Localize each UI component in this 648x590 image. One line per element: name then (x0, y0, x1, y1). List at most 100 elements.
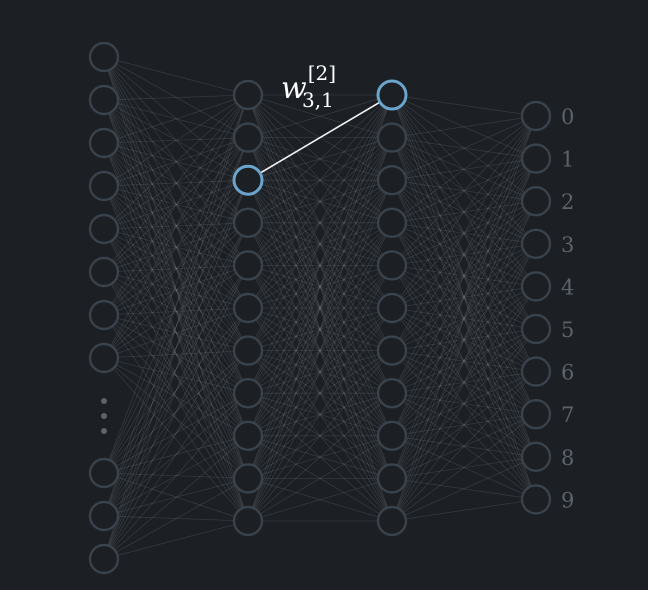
connection-edge (247, 137, 393, 351)
connection-edge (103, 179, 249, 273)
connection-edge (247, 222, 393, 522)
connection-edge (391, 350, 537, 372)
connection-edge (391, 158, 537, 522)
connection-edge (103, 94, 249, 517)
connection-edge (247, 94, 393, 479)
connection-edge (247, 350, 393, 479)
connection-edge (391, 222, 537, 415)
hidden2-neuron (376, 164, 408, 196)
connection-edge (391, 243, 537, 266)
connection-edge (247, 179, 393, 351)
connection-edge (103, 307, 249, 517)
connection-edge (391, 307, 537, 330)
input-neuron (88, 299, 120, 331)
connection-edge (391, 243, 537, 394)
connection-edge (103, 222, 249, 230)
connection-edge (391, 328, 537, 394)
input-neuron (88, 256, 120, 288)
connection-edge (247, 137, 393, 522)
connection-edge (391, 137, 537, 159)
ellipsis-dot (101, 398, 107, 404)
connection-edge (391, 158, 537, 351)
connection-edge (103, 307, 249, 474)
connection-edge (103, 94, 249, 474)
highlighted-source-neuron (232, 164, 264, 196)
connection-edge (103, 314, 249, 394)
connection-edge (103, 56, 249, 351)
connection-edge (391, 265, 537, 458)
connection-edge (247, 222, 393, 351)
connection-edge (103, 137, 249, 359)
connection-edge (247, 180, 393, 436)
connection-edge (247, 94, 393, 224)
connection-edge (103, 435, 249, 517)
output-neuron (520, 228, 552, 260)
connection-edge (103, 228, 249, 351)
connection-edge (391, 371, 537, 522)
connection-edge (103, 94, 249, 316)
connection-edge (391, 499, 537, 522)
connection-edge (247, 435, 393, 479)
connection-edge (103, 99, 249, 522)
connection-edge (247, 137, 393, 181)
connection-edge (247, 265, 393, 309)
hidden2-neuron (376, 207, 408, 239)
connection-edge (247, 222, 393, 309)
connection-edge (391, 222, 537, 458)
connection-edge (391, 286, 537, 522)
connection-edge (391, 115, 537, 394)
connection-edge (247, 179, 393, 309)
connection-edge (391, 265, 537, 330)
connection-edge (391, 115, 537, 181)
connection-edge (391, 158, 537, 181)
connection-edge (391, 94, 537, 500)
connection-edge (391, 137, 537, 287)
connection-edge (103, 222, 249, 316)
connection-edge (391, 94, 537, 415)
connection-edge (247, 94, 393, 394)
output-neuron (520, 313, 552, 345)
connection-edge (247, 222, 393, 437)
connection-edge (103, 137, 249, 517)
connection-edge (103, 265, 249, 359)
connection-edge (247, 180, 393, 436)
connection-edge (391, 413, 537, 437)
connection-edge (103, 271, 249, 479)
hidden1-neuron (232, 250, 264, 281)
connection-edge (391, 158, 537, 479)
connection-edge (391, 371, 537, 394)
connection-edge (247, 180, 393, 522)
connection-edge (103, 99, 249, 351)
connection-edge (391, 478, 537, 500)
connection-edge (103, 472, 249, 479)
connection-edge (247, 222, 393, 479)
hidden1-neuron (232, 122, 264, 153)
connection-edge (391, 137, 537, 202)
connection-edge (103, 265, 249, 273)
connection-edge (103, 99, 249, 224)
connection-edge (391, 115, 537, 309)
connection-edge (103, 357, 249, 479)
connection-edge (247, 137, 393, 266)
connection-edge (103, 179, 249, 187)
connection-edge (391, 201, 537, 522)
connection-edge (103, 180, 249, 474)
connection-edge (247, 94, 393, 394)
connection-edge (391, 94, 537, 159)
connection-edge (247, 137, 393, 394)
output-neuron (520, 356, 552, 387)
connection-edge (103, 179, 249, 230)
connection-edge (391, 200, 537, 437)
connection-edge (103, 142, 249, 522)
connection-edge (103, 265, 249, 517)
connection-edge (391, 265, 537, 415)
connection-edge (103, 142, 249, 394)
hidden1-neuron (232, 420, 264, 451)
connection-edge (391, 94, 537, 287)
hidden2-neuron (376, 250, 408, 281)
connection-edge (247, 137, 393, 479)
connection-edge (103, 271, 249, 437)
connection-edge (247, 137, 393, 309)
connection-edge (391, 435, 537, 458)
input-neuron (88, 41, 120, 73)
